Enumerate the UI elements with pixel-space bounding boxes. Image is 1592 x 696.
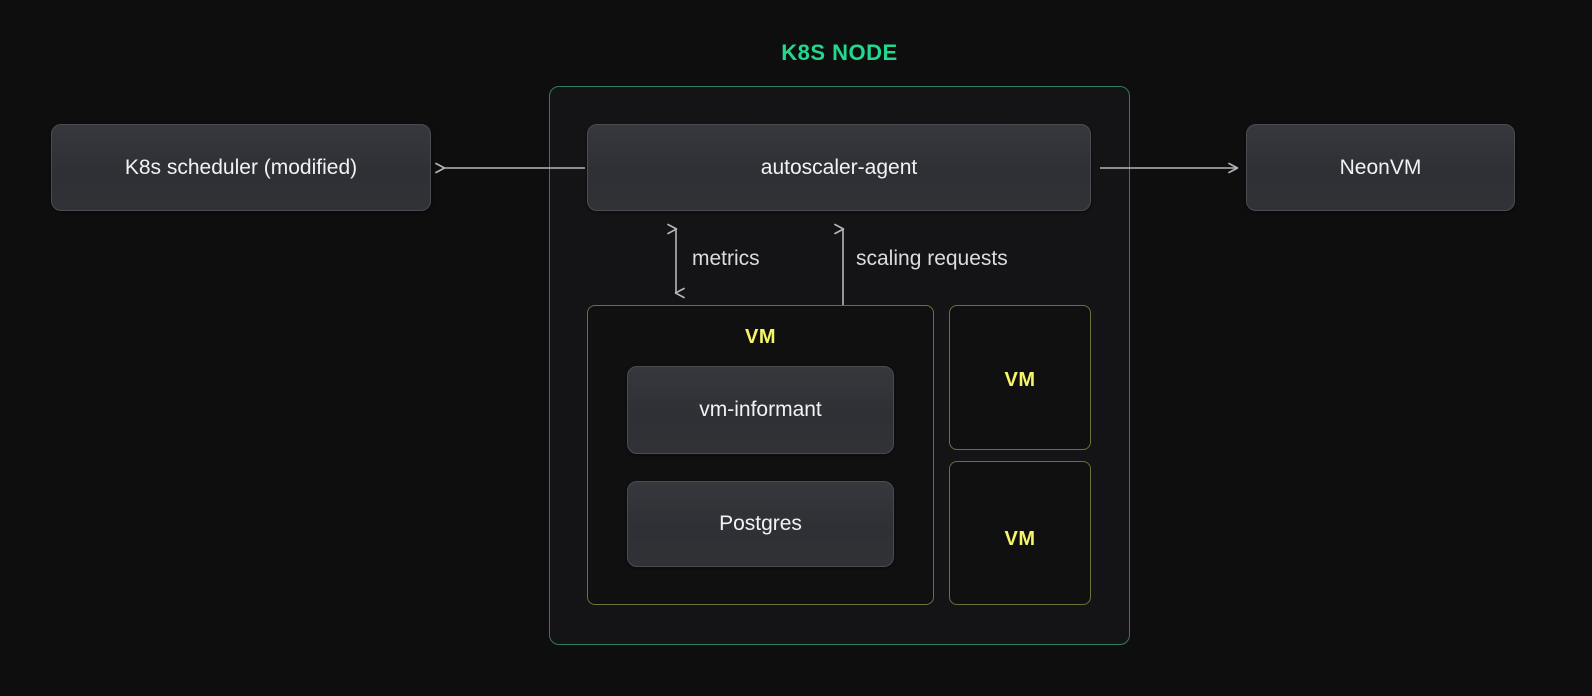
neonvm-label: NeonVM (1339, 155, 1422, 179)
metrics-flow-label: metrics (692, 247, 760, 270)
postgres-box[interactable]: Postgres (627, 481, 894, 567)
vm-informant-box[interactable]: vm-informant (627, 366, 894, 454)
postgres-label: Postgres (719, 512, 802, 535)
vm-main-label: VM (745, 326, 776, 348)
scaling-requests-flow-label: scaling requests (856, 247, 1008, 270)
vm-informant-label: vm-informant (699, 398, 822, 421)
k8s-scheduler-label: K8s scheduler (modified) (124, 155, 358, 179)
autoscaler-agent-box[interactable]: autoscaler-agent (587, 124, 1091, 211)
autoscaler-agent-label: autoscaler-agent (760, 155, 918, 179)
vm-secondary-1-label: VM (1004, 369, 1036, 391)
vm-box-secondary-2[interactable]: VM (949, 461, 1091, 605)
vm-secondary-2-label: VM (1004, 528, 1036, 550)
neonvm-box[interactable]: NeonVM (1246, 124, 1515, 211)
k8s-node-title: K8S NODE (781, 40, 898, 65)
k8s-scheduler-box[interactable]: K8s scheduler (modified) (51, 124, 431, 211)
vm-box-secondary-1[interactable]: VM (949, 305, 1091, 450)
